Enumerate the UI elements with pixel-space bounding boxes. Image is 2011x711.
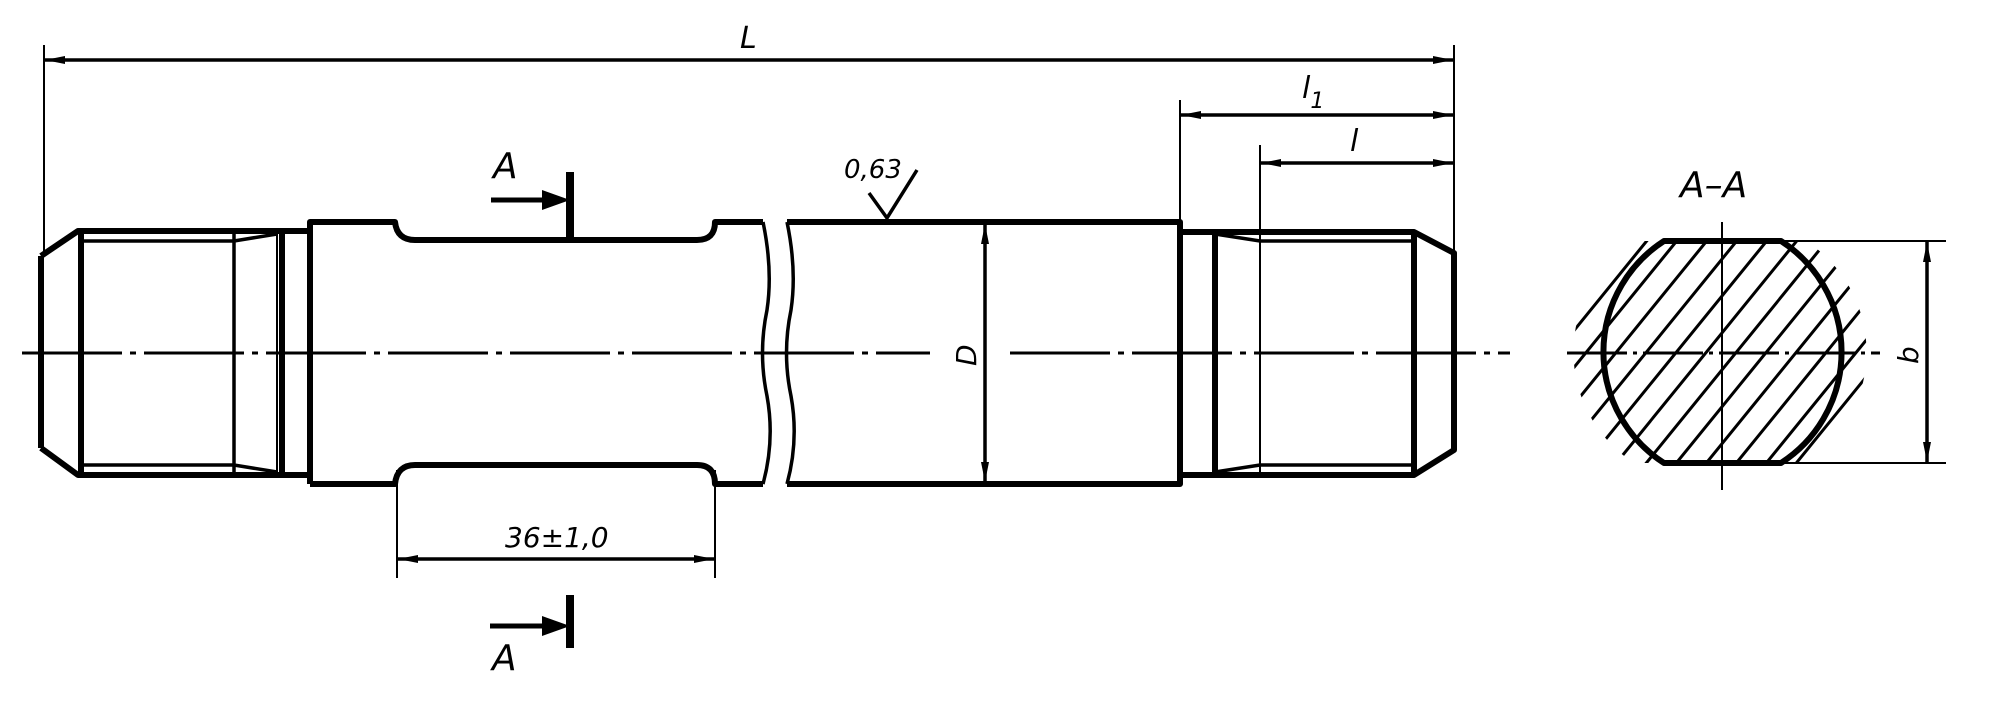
dimension-l: l (1261, 124, 1453, 167)
dimension-L: L (43, 21, 1455, 256)
right-threaded-end (1180, 145, 1457, 478)
section-label-top: A (491, 146, 518, 187)
surface-roughness-symbol: 0,63 (844, 155, 919, 222)
section-mark-top: A (491, 146, 574, 238)
left-threaded-end (38, 228, 310, 478)
section-view-A-A: A–A b (1567, 165, 1946, 490)
dimension-label-b: b (1892, 346, 1925, 364)
section-mark-bottom: A (490, 595, 574, 679)
section-label-bottom: A (490, 638, 517, 679)
dimension-label-36: 36±1,0 (505, 521, 609, 554)
dimension-label-l1: l1 (1302, 71, 1324, 114)
dimension-l1: l1 (1179, 71, 1453, 222)
dimension-label-D: D (950, 344, 983, 366)
roughness-value: 0,63 (844, 155, 902, 185)
dimension-groove-length: 36±1,0 (396, 470, 716, 578)
shaft-body-right (784, 219, 1183, 487)
dimension-D: D (950, 224, 989, 482)
section-title: A–A (1678, 165, 1747, 206)
dimension-label-L: L (740, 21, 757, 56)
dimension-label-l: l (1350, 124, 1359, 159)
